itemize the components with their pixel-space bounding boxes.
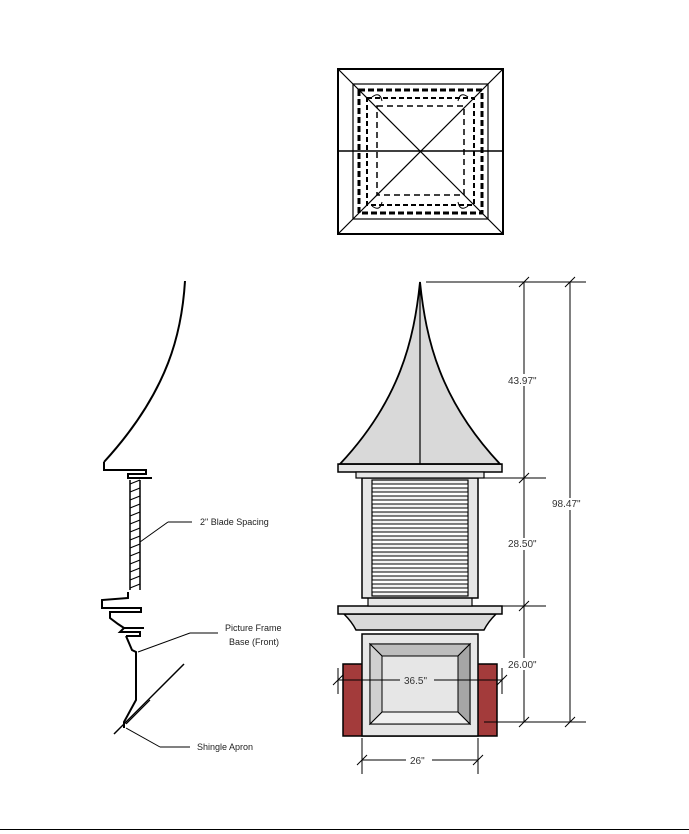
top-plan-view: [337, 68, 504, 235]
louver-blades: [371, 483, 469, 593]
picture-frame-label-line2: Base (Front): [229, 637, 279, 647]
overall-height-dimension: 98.47": [552, 499, 581, 510]
page-border-line: [0, 829, 689, 830]
front-width-dimension: 36.5": [404, 676, 427, 687]
front-elevation: [337, 281, 503, 737]
shingle-apron-label: Shingle Apron: [197, 742, 253, 752]
blade-spacing-label: 2" Blade Spacing: [200, 517, 269, 527]
louver-height-dimension: 28.50": [508, 539, 537, 550]
picture-frame-label-line1: Picture Frame: [225, 623, 282, 633]
side-section-view: [101, 280, 186, 735]
dimension-lines: [332, 276, 586, 774]
base-height-dimension: 26.00": [508, 660, 537, 671]
roof-height-dimension: 43.97": [508, 376, 537, 387]
bottom-width-dimension: 26": [410, 756, 425, 767]
side-view-callouts: [125, 521, 218, 748]
